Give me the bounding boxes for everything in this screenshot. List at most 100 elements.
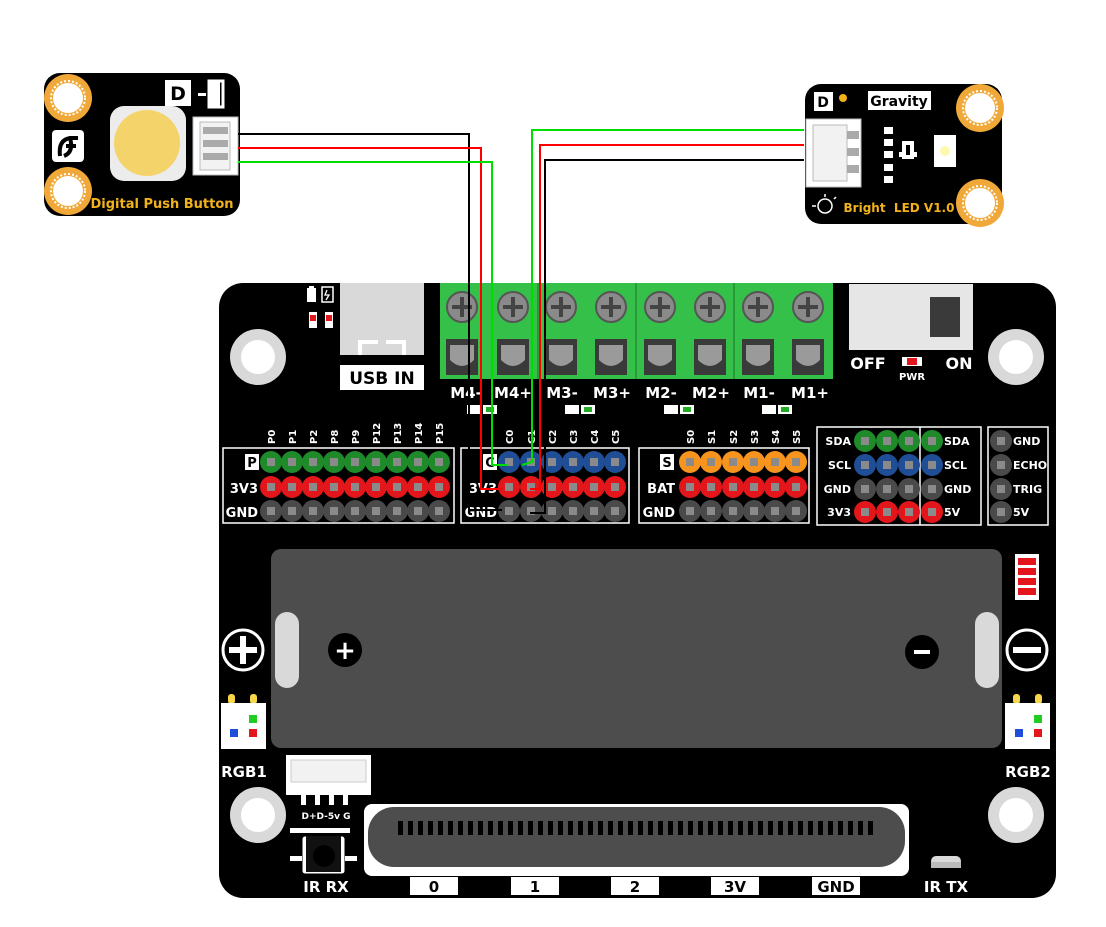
header-pin[interactable]	[323, 500, 345, 522]
header-pin[interactable]	[562, 451, 584, 473]
motor-terminal-screw[interactable]	[595, 291, 627, 375]
ir-rx-label: IR RX	[303, 878, 349, 896]
header-pin[interactable]	[604, 476, 626, 498]
header-s-tag: S	[662, 456, 671, 471]
header-pin[interactable]	[498, 451, 520, 473]
header-pin[interactable]	[498, 476, 520, 498]
i2c-pin[interactable]	[876, 454, 898, 476]
header-pin[interactable]	[365, 476, 387, 498]
header-pin[interactable]	[260, 476, 282, 498]
header-pin[interactable]	[323, 476, 345, 498]
header-pin[interactable]	[365, 500, 387, 522]
motor-terminal-screw[interactable]	[694, 291, 726, 375]
header-pin[interactable]	[541, 500, 563, 522]
i2c-pin[interactable]	[854, 430, 876, 452]
sonar-pin[interactable]	[990, 454, 1012, 476]
push-button-cap[interactable]	[110, 106, 186, 181]
header-pin[interactable]	[407, 476, 429, 498]
header-pin[interactable]	[302, 500, 324, 522]
i2c-pin[interactable]	[898, 430, 920, 452]
header-pin[interactable]	[260, 500, 282, 522]
header-pin[interactable]	[562, 500, 584, 522]
header-pin[interactable]	[700, 476, 722, 498]
header-pin[interactable]	[323, 451, 345, 473]
motor-terminal-screw[interactable]	[792, 291, 824, 375]
header-pin[interactable]	[428, 500, 450, 522]
header-pin[interactable]	[583, 500, 605, 522]
header-pin[interactable]	[260, 451, 282, 473]
header-pin[interactable]	[764, 451, 786, 473]
header-pin[interactable]	[428, 476, 450, 498]
header-pin[interactable]	[722, 476, 744, 498]
header-pin[interactable]	[743, 476, 765, 498]
header-pin[interactable]	[700, 451, 722, 473]
gravity-brand-plate	[868, 91, 931, 110]
header-pin[interactable]	[428, 451, 450, 473]
header-pin[interactable]	[281, 476, 303, 498]
i2c-pin[interactable]	[854, 501, 876, 523]
header-pin[interactable]	[583, 451, 605, 473]
i2c-pin[interactable]	[921, 454, 943, 476]
i2c-pin[interactable]	[876, 478, 898, 500]
header-pin[interactable]	[604, 451, 626, 473]
header-pin[interactable]	[583, 476, 605, 498]
header-pin[interactable]	[679, 476, 701, 498]
header-pin[interactable]	[302, 476, 324, 498]
header-pin[interactable]	[386, 451, 408, 473]
header-pin[interactable]	[604, 500, 626, 522]
i2c-pin[interactable]	[876, 501, 898, 523]
header-pin[interactable]	[281, 451, 303, 473]
i2c-pin[interactable]	[854, 478, 876, 500]
header-pin[interactable]	[785, 476, 807, 498]
header-pin[interactable]	[722, 500, 744, 522]
header-pin[interactable]	[407, 500, 429, 522]
header-pin[interactable]	[700, 500, 722, 522]
header-pin[interactable]	[541, 451, 563, 473]
header-pin[interactable]	[407, 451, 429, 473]
usb-port[interactable]	[340, 283, 424, 355]
i2c-pin[interactable]	[854, 454, 876, 476]
header-pin[interactable]	[344, 451, 366, 473]
header-pin[interactable]	[520, 500, 542, 522]
header-pin[interactable]	[344, 476, 366, 498]
motor-terminal-screw[interactable]	[497, 291, 529, 375]
switch-knob[interactable]	[930, 297, 960, 337]
header-pin[interactable]	[344, 500, 366, 522]
i2c-left-label: SCL	[828, 459, 851, 472]
header-pin[interactable]	[386, 476, 408, 498]
sonar-pin[interactable]	[990, 478, 1012, 500]
header-pin[interactable]	[743, 500, 765, 522]
header-pin[interactable]	[679, 500, 701, 522]
header-pin[interactable]	[365, 451, 387, 473]
header-pin[interactable]	[785, 500, 807, 522]
header-pin[interactable]	[722, 451, 744, 473]
header-pin[interactable]	[520, 476, 542, 498]
i2c-pin[interactable]	[876, 430, 898, 452]
motor-terminal-screw[interactable]	[545, 291, 577, 375]
header-pin[interactable]	[764, 476, 786, 498]
header-pin[interactable]	[764, 500, 786, 522]
header-pin[interactable]	[679, 451, 701, 473]
motor-terminal-screw[interactable]	[644, 291, 676, 375]
led-module-name: Bright LED V1.0	[844, 201, 955, 215]
board-plus-icon	[221, 628, 265, 672]
i2c-pin[interactable]	[898, 454, 920, 476]
header-pin[interactable]	[498, 500, 520, 522]
header-pin[interactable]	[785, 451, 807, 473]
motor-leds	[467, 405, 792, 414]
header-pin[interactable]	[743, 451, 765, 473]
header-pin[interactable]	[562, 476, 584, 498]
header-pin[interactable]	[302, 451, 324, 473]
i2c-pin[interactable]	[921, 501, 943, 523]
header-pin[interactable]	[541, 476, 563, 498]
motor-terminal-screw[interactable]	[742, 291, 774, 375]
header-pin[interactable]	[281, 500, 303, 522]
i2c-pin[interactable]	[898, 501, 920, 523]
i2c-pin[interactable]	[921, 478, 943, 500]
i2c-pin[interactable]	[921, 430, 943, 452]
sonar-pin[interactable]	[990, 501, 1012, 523]
power-switch[interactable]	[849, 284, 973, 350]
header-pin[interactable]	[386, 500, 408, 522]
i2c-pin[interactable]	[898, 478, 920, 500]
sonar-pin[interactable]	[990, 430, 1012, 452]
